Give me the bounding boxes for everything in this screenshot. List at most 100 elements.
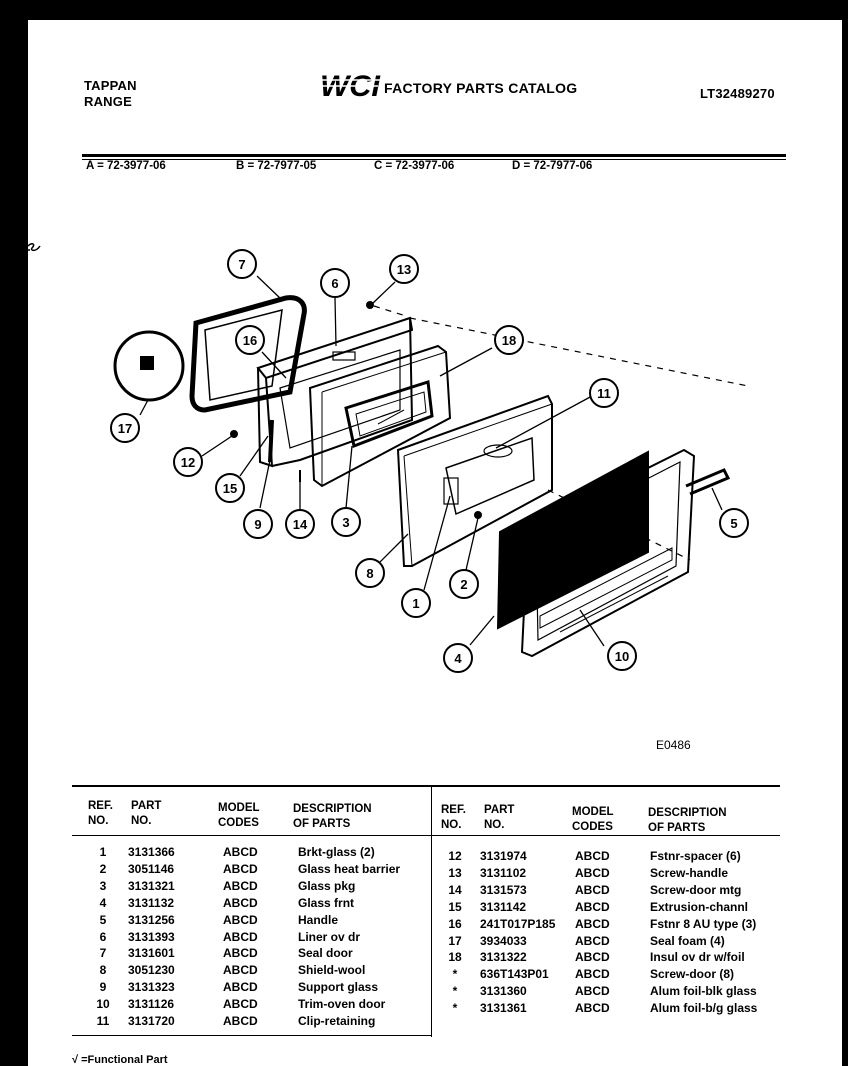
glass-front-part xyxy=(496,450,649,630)
cell-part: 3131142 xyxy=(480,899,527,914)
svg-text:1: 1 xyxy=(412,596,419,611)
seal-door-part xyxy=(189,295,307,413)
exploded-door-diagram: 7 6 13 16 18 11 17 12 15 9 14 3 5 8 2 1 … xyxy=(110,249,749,673)
callout-2: 2 xyxy=(449,569,479,599)
cell-desc: Handle xyxy=(298,912,339,927)
cell-ref: 4 xyxy=(99,895,107,910)
svg-text:15: 15 xyxy=(223,481,237,496)
cell-part: 3131126 xyxy=(128,997,175,1012)
brand-line-1: TAPPAN xyxy=(84,78,137,93)
cell-codes: ABCD xyxy=(223,980,258,995)
cell-part: 3131256 xyxy=(128,912,175,927)
table-bottom-rule xyxy=(72,1035,432,1036)
callout-12: 12 xyxy=(173,447,203,477)
cell-part: 3131321 xyxy=(128,878,175,893)
cell-codes: ABCD xyxy=(223,912,258,927)
svg-text:6: 6 xyxy=(331,276,338,291)
header-part-left: PART NO. xyxy=(131,800,162,827)
brand-line-2: RANGE xyxy=(84,94,132,109)
cell-ref: 13 xyxy=(448,865,462,880)
svg-text:12: 12 xyxy=(181,455,195,470)
cell-codes: ABCD xyxy=(223,861,258,876)
cell-desc: Clip-retaining xyxy=(298,1014,376,1028)
cell-part: 3131573 xyxy=(480,882,527,897)
table-header-rule xyxy=(72,835,780,836)
cell-codes: ABCD xyxy=(223,963,258,978)
table-divider xyxy=(431,787,432,1037)
cell-part: 3131366 xyxy=(128,845,175,859)
header-rule xyxy=(82,154,786,157)
cell-desc: Fstnr 8 AU type (3) xyxy=(650,916,757,931)
insulation-part xyxy=(308,344,452,488)
cell-desc: Support glass xyxy=(298,980,379,995)
cell-ref: 17 xyxy=(448,933,462,948)
cell-codes: ABCD xyxy=(223,946,258,961)
cell-ref: 12 xyxy=(448,849,462,863)
catalog-number: LT32489270 xyxy=(700,86,775,101)
brand-block: TAPPAN RANGE xyxy=(84,78,137,110)
cell-ref: 6 xyxy=(99,929,107,944)
cell-desc: Screw-door (8) xyxy=(650,967,735,982)
cell-ref: 8 xyxy=(99,963,107,978)
cell-part: 3131974 xyxy=(480,849,527,863)
callout-4: 4 xyxy=(443,643,473,673)
cell-desc: Seal foam (4) xyxy=(650,933,725,948)
cell-ref: 14 xyxy=(448,882,462,897)
svg-text:17: 17 xyxy=(118,421,132,436)
wci-logo: WCI xyxy=(320,70,381,102)
cell-ref: 16 xyxy=(448,916,462,931)
cell-ref: 5 xyxy=(99,912,107,927)
header-desc-left: DESCRIPTION OF PARTS xyxy=(293,803,372,830)
cell-desc: Glass heat barrier xyxy=(298,861,401,876)
cell-part: 3131360 xyxy=(480,984,527,999)
cell-part: 3131361 xyxy=(480,1001,527,1016)
cell-codes: ABCD xyxy=(223,895,258,910)
glass-pkg-part xyxy=(344,380,434,449)
cell-desc: Liner ov dr xyxy=(298,929,361,944)
cell-codes: ABCD xyxy=(575,950,610,965)
table-top-rule xyxy=(72,785,780,787)
cell-desc: Screw-handle xyxy=(650,865,729,880)
cell-codes: ABCD xyxy=(575,916,610,931)
cell-ref: * xyxy=(452,984,458,999)
model-code-c: C = 72-3977-06 xyxy=(374,160,455,172)
cell-desc: Alum foil-blk glass xyxy=(650,984,757,999)
catalog-title: FACTORY PARTS CATALOG xyxy=(384,80,578,96)
cell-part: 3131132 xyxy=(128,895,175,910)
cell-codes: ABCD xyxy=(575,1001,610,1016)
cell-part: 3131102 xyxy=(480,865,527,880)
svg-text:13: 13 xyxy=(397,262,411,277)
cell-ref: * xyxy=(452,967,458,982)
svg-text:5: 5 xyxy=(730,516,737,531)
callout-17: 17 xyxy=(110,413,140,443)
cell-codes: ABCD xyxy=(223,929,258,944)
cell-ref: 11 xyxy=(96,1014,110,1028)
model-code-a: A = 72-3977-06 xyxy=(86,160,166,172)
callout-10: 10 xyxy=(607,641,637,671)
cell-desc: Shield-wool xyxy=(298,963,366,978)
svg-text:16: 16 xyxy=(243,333,257,348)
cell-desc: Trim-oven door xyxy=(298,997,386,1012)
callout-7: 7 xyxy=(227,249,257,279)
callout-16: 16 xyxy=(235,325,265,355)
cell-desc: Glass frnt xyxy=(298,895,355,910)
svg-text:14: 14 xyxy=(293,517,308,532)
cell-ref: 3 xyxy=(99,878,107,893)
liner-part xyxy=(256,316,414,468)
cell-part: 3131720 xyxy=(128,1014,175,1028)
cell-codes: ABCD xyxy=(575,899,610,914)
header-desc-right: DESCRIPTION OF PARTS xyxy=(648,807,727,834)
cell-ref: 2 xyxy=(99,861,107,876)
cell-ref: 1 xyxy=(99,845,107,859)
header-part-right: PART NO. xyxy=(484,804,515,831)
scan-border-top xyxy=(0,0,848,20)
svg-text:4: 4 xyxy=(454,651,462,666)
callout-5: 5 xyxy=(719,508,749,538)
footnote: √ =Functional Part xyxy=(72,1054,168,1066)
header-model-right: MODEL CODES xyxy=(572,806,614,833)
callout-11: 11 xyxy=(589,378,619,408)
svg-text:18: 18 xyxy=(502,333,516,348)
svg-text:11: 11 xyxy=(597,386,611,401)
svg-text:8: 8 xyxy=(366,566,373,581)
cell-desc: Brkt-glass (2) xyxy=(298,845,375,859)
